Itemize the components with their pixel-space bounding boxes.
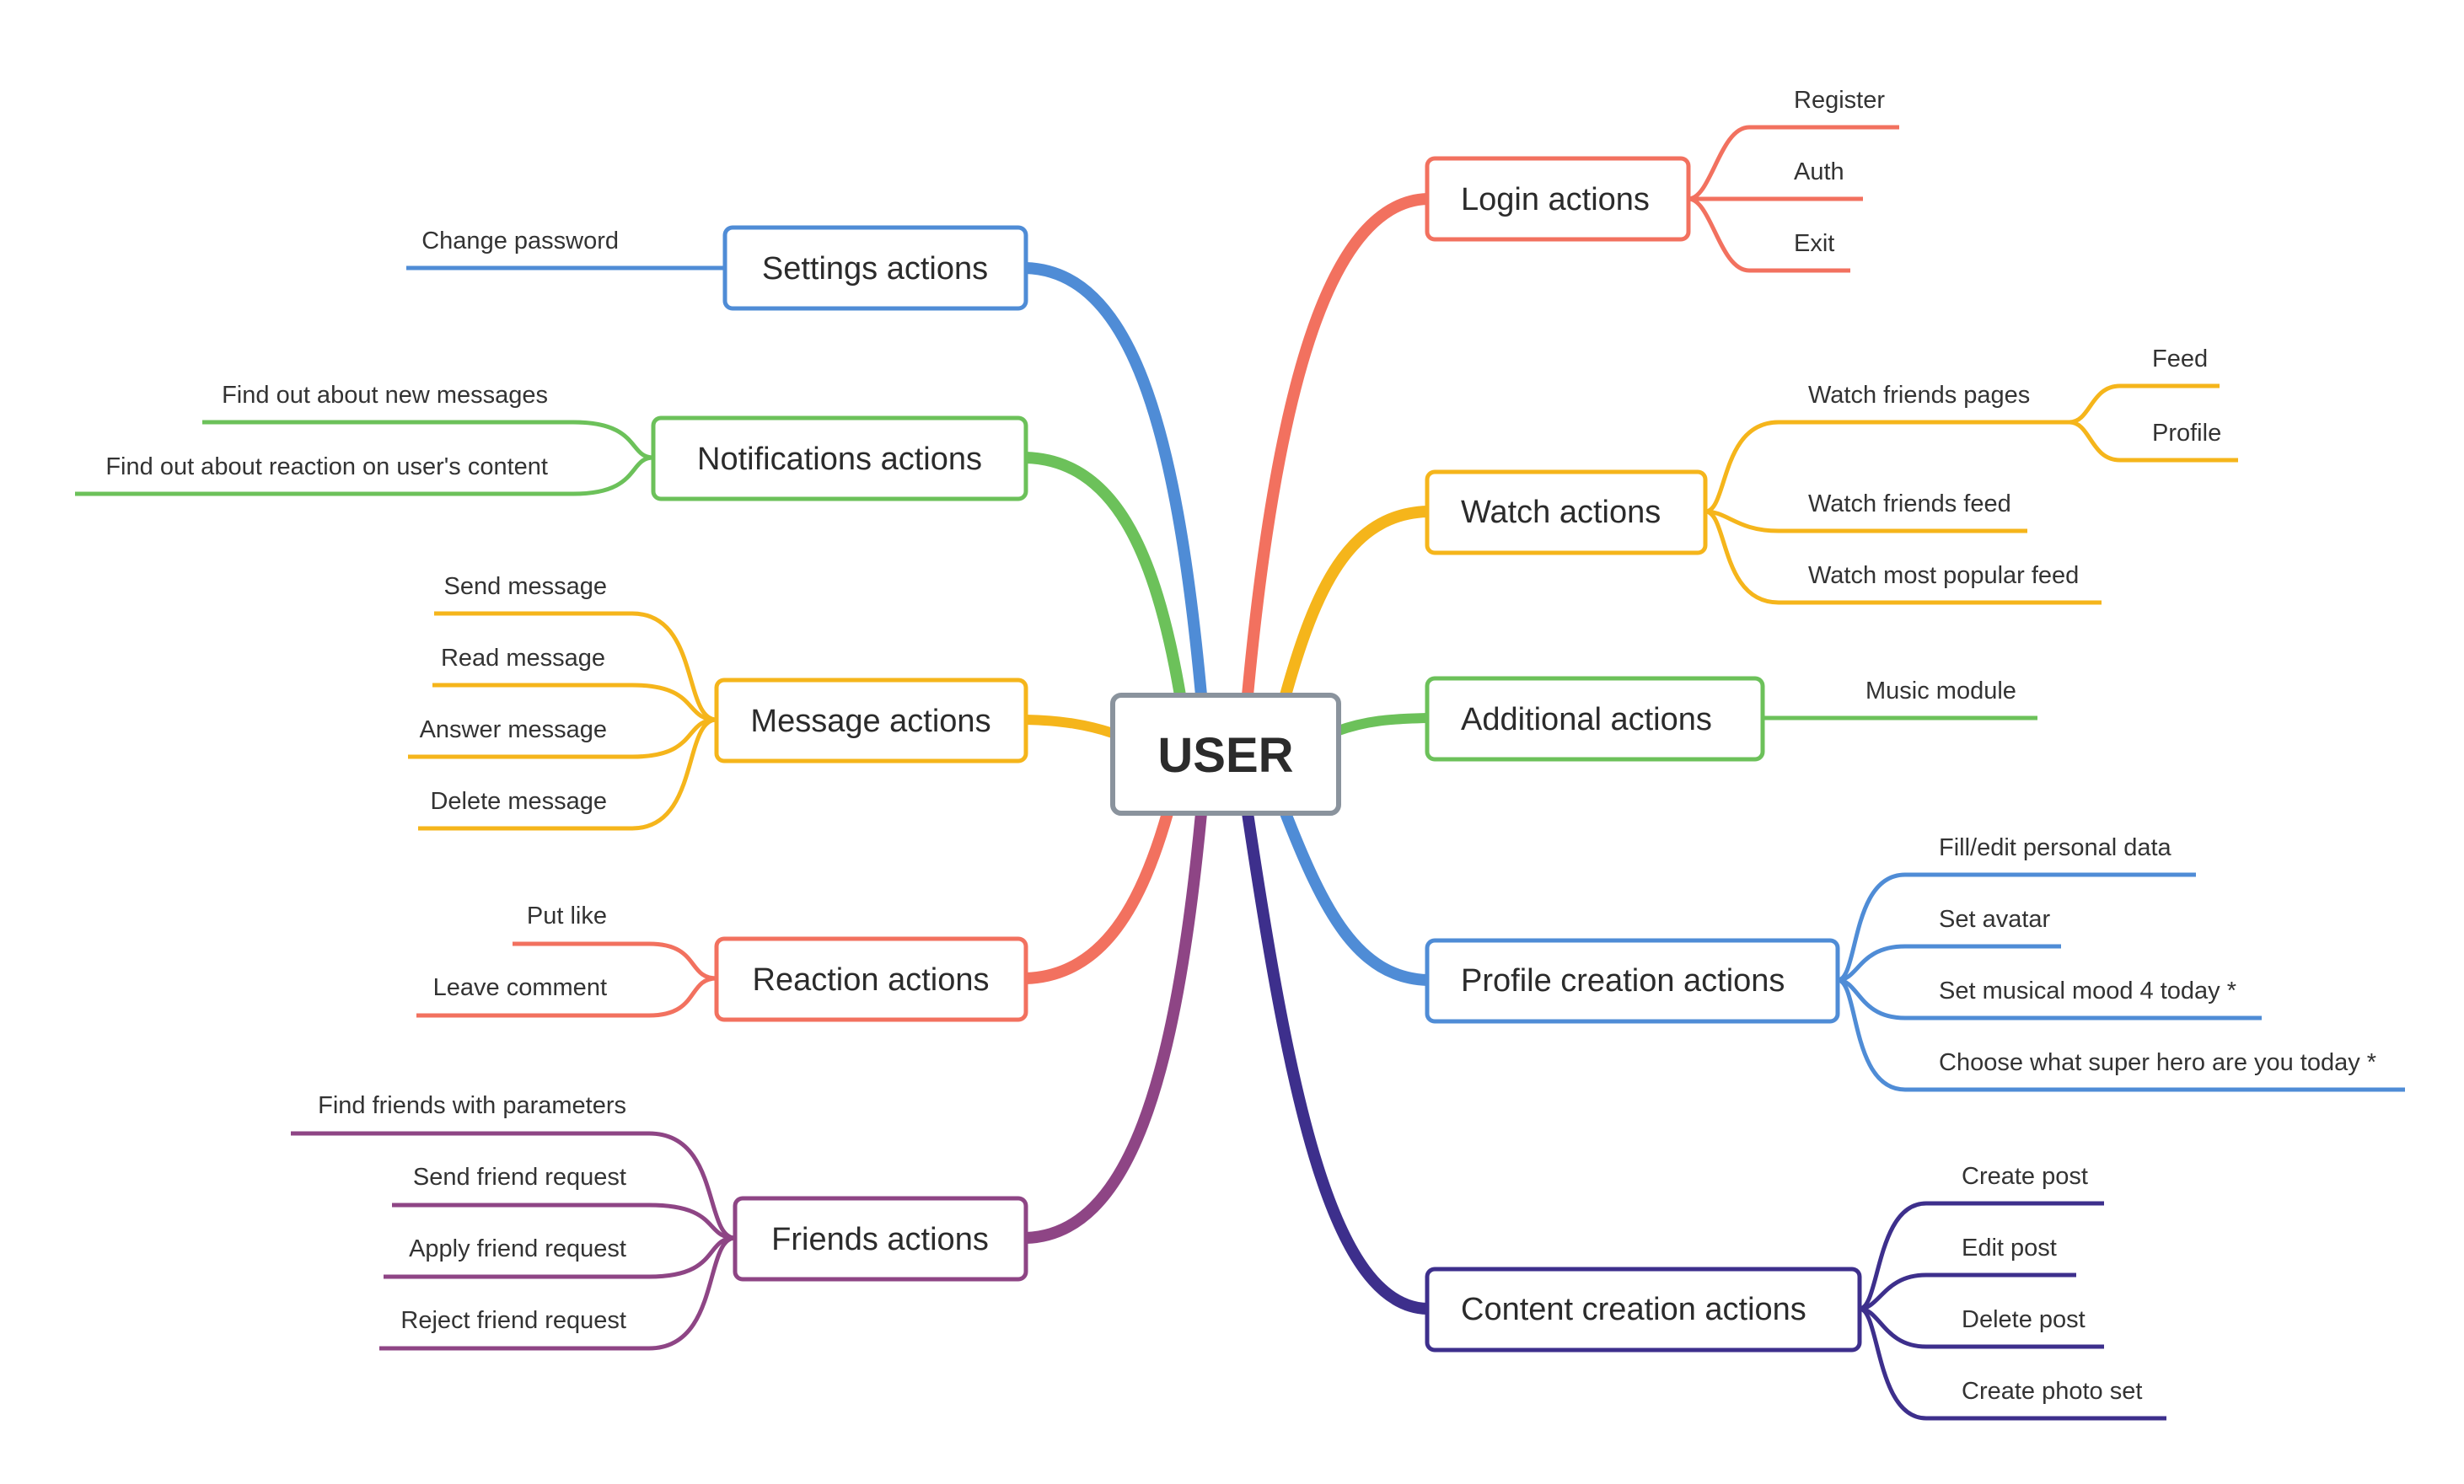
branch-node-content[interactable]: Content creation actions [1425, 1267, 1862, 1353]
connector-message [1021, 715, 1118, 738]
leaf-delete-post: Delete post [1962, 1306, 2086, 1333]
leaf-send-friend-request: Send friend request [413, 1164, 626, 1191]
leaf-find-friends: Find friends with parameters [318, 1092, 626, 1119]
leaf-connector [1837, 872, 2196, 983]
leaf-connector [1859, 1201, 2104, 1311]
branch-label-profile: Profile creation actions [1461, 963, 1785, 999]
branch-node-friends[interactable]: Friends actions [733, 1196, 1028, 1282]
branch-reaction [416, 941, 717, 1018]
connector-settings [1020, 262, 1207, 701]
leaf-reject-friend-request: Reject friend request [400, 1307, 626, 1334]
leaf-connector [1688, 125, 1899, 201]
leaf-set-musical-mood: Set musical mood 4 today * [1939, 978, 2236, 1005]
branch-label-notifications: Notifications actions [697, 442, 982, 477]
branch-label-friends: Friends actions [771, 1222, 989, 1257]
subleaf-connector [2069, 383, 2220, 425]
leaf-watch-friends-pages: Watch friends pages [1808, 382, 2030, 409]
leaf-connector [1688, 196, 1850, 273]
leaf-connector [202, 420, 654, 460]
branch-watch [1704, 383, 2238, 605]
branch-label-content: Content creation actions [1461, 1292, 1806, 1327]
leaf-connector [291, 1131, 736, 1240]
leaf-connector [1837, 978, 2405, 1092]
leaf-edit-post: Edit post [1962, 1235, 2057, 1262]
leaf-music-module: Music module [1865, 678, 2016, 704]
connector-friends [1020, 807, 1207, 1244]
leaf-connector [416, 976, 717, 1018]
connector-watch [1280, 506, 1433, 701]
branch-node-login[interactable]: Login actions [1425, 156, 1691, 242]
leaf-connector [384, 1235, 736, 1279]
branch-node-message[interactable]: Message actions [714, 678, 1028, 763]
connector-content [1242, 807, 1433, 1315]
connector-login [1242, 193, 1433, 701]
leaf-connector [513, 941, 717, 981]
branch-label-reaction: Reaction actions [753, 962, 990, 998]
leaf-find-reaction: Find out about reaction on user's conten… [105, 453, 548, 480]
leaf-create-post: Create post [1962, 1163, 2088, 1190]
branch-message [408, 611, 717, 831]
branch-node-profile[interactable]: Profile creation actions [1425, 938, 1840, 1024]
leaf-apply-friend-request: Apply friend request [409, 1235, 626, 1262]
branch-label-additional: Additional actions [1461, 702, 1712, 737]
branch-profile [1837, 872, 2405, 1092]
branch-friends [291, 1131, 736, 1351]
leaf-change-password: Change password [421, 228, 619, 254]
root-label: USER [1157, 728, 1293, 783]
branch-node-watch[interactable]: Watch actions [1425, 469, 1708, 555]
leaf-connector [1837, 944, 2061, 983]
subleaf-profile: Profile [2152, 420, 2221, 447]
root-connectors [1020, 193, 1433, 1315]
leaf-connector [392, 1203, 736, 1240]
leaf-connector [1704, 509, 2027, 533]
branch-node-reaction[interactable]: Reaction actions [714, 936, 1028, 1022]
leaf-connector [379, 1235, 736, 1351]
connector-profile [1280, 807, 1433, 986]
leaf-choose-super-hero: Choose what super hero are you today * [1939, 1049, 2376, 1076]
branch-node-settings[interactable]: Settings actions [722, 225, 1028, 311]
leaf-read-message: Read message [441, 645, 605, 672]
leaf-connector [1859, 1306, 2166, 1421]
leaf-set-avatar: Set avatar [1939, 906, 2051, 933]
branch-content [1859, 1201, 2166, 1421]
leaf-exit: Exit [1794, 230, 1834, 257]
leaf-fill-edit-personal-data: Fill/edit personal data [1939, 834, 2172, 861]
connector-additional [1331, 713, 1432, 737]
leaf-auth: Auth [1794, 158, 1844, 185]
leaf-watch-friends-feed: Watch friends feed [1808, 490, 2011, 517]
branch-notifications [75, 420, 654, 496]
leaf-connector [1859, 1272, 2076, 1311]
branch-label-message: Message actions [750, 704, 990, 739]
leaf-put-like: Put like [527, 903, 607, 930]
leaf-find-new-messages: Find out about new messages [222, 382, 548, 409]
leaf-answer-message: Answer message [420, 716, 607, 743]
branch-label-login: Login actions [1461, 182, 1650, 217]
leaf-connector [434, 611, 717, 722]
root-node[interactable]: USER [1110, 693, 1341, 816]
leaf-connector [432, 683, 717, 722]
leaf-register: Register [1794, 87, 1885, 114]
subleaf-connector [2069, 420, 2238, 463]
subleaf-feed: Feed [2152, 346, 2208, 372]
connector-notifications [1020, 452, 1186, 701]
leaf-connector [1704, 509, 2102, 605]
branch-node-notifications[interactable]: Notifications actions [651, 415, 1028, 501]
leaf-leave-comment: Leave comment [433, 974, 607, 1001]
leaf-connector [408, 717, 717, 759]
leaf-delete-message: Delete message [430, 788, 607, 815]
branch-login [1688, 125, 1899, 273]
leaf-connector [75, 455, 654, 496]
leaf-watch-most-popular-feed: Watch most popular feed [1808, 562, 2079, 589]
leaf-connector [418, 717, 717, 831]
branch-node-additional[interactable]: Additional actions [1425, 676, 1765, 762]
branch-label-settings: Settings actions [762, 251, 988, 287]
branch-label-watch: Watch actions [1461, 495, 1661, 530]
connector-reaction [1020, 807, 1173, 984]
leaf-connector [1704, 420, 2069, 514]
leaf-send-message: Send message [444, 573, 607, 600]
leaf-create-photo-set: Create photo set [1962, 1378, 2142, 1405]
